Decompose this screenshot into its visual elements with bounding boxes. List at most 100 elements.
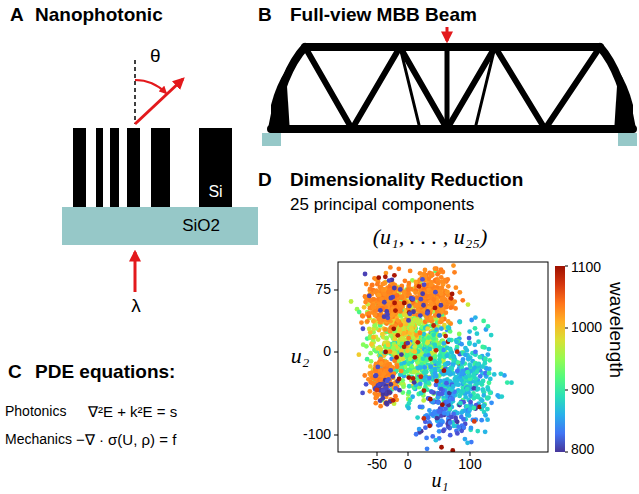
scatter-point <box>431 332 436 337</box>
scatter-point <box>371 319 376 324</box>
scatter-point <box>425 340 430 345</box>
scatter-point <box>489 400 494 405</box>
scatter-point <box>469 426 474 431</box>
scatter-point <box>395 318 400 323</box>
scatter-point <box>466 302 471 307</box>
scatter-point <box>414 432 419 437</box>
scatter-point <box>468 400 473 405</box>
scatter-point <box>453 285 458 290</box>
scatter-point <box>485 396 490 401</box>
scatter-point <box>481 403 486 408</box>
scatter-point <box>439 275 444 280</box>
scatter-point <box>413 290 418 295</box>
scatter-point <box>414 340 419 345</box>
scatter-point <box>423 268 428 273</box>
scatter-point <box>407 281 412 286</box>
scatter-point <box>396 266 401 271</box>
scatter-point <box>436 361 441 366</box>
scatter-point <box>485 407 490 412</box>
scatter-point <box>426 335 431 340</box>
si-bar <box>73 128 86 207</box>
scatter-point <box>400 357 405 362</box>
mbb-truss <box>271 47 633 129</box>
scatter-point <box>401 331 406 336</box>
scatter-point <box>427 376 432 381</box>
scatter-point <box>431 297 436 302</box>
scatter-point <box>447 326 452 331</box>
scatter-point <box>372 323 377 328</box>
scatter-point <box>410 328 415 333</box>
scatter-point <box>417 330 422 335</box>
scatter-point <box>447 370 452 375</box>
scatter-point <box>461 417 466 422</box>
scatter-point <box>373 289 378 294</box>
scatter-point <box>411 308 416 313</box>
scatter-point <box>435 272 440 277</box>
scatter-point <box>424 436 429 441</box>
scatter-point <box>483 413 488 418</box>
scatter-point <box>432 411 437 416</box>
scatter-point <box>395 365 400 370</box>
scatter-point <box>418 271 423 276</box>
scatter-point <box>380 287 385 292</box>
normal-line <box>134 60 136 124</box>
scatter-point <box>478 355 483 360</box>
scatter-point <box>445 399 450 404</box>
scatter-point <box>435 416 440 421</box>
scatter-point <box>391 346 396 351</box>
scatter-point <box>381 287 386 292</box>
scatter-point <box>417 427 422 432</box>
scatter-point <box>461 425 466 430</box>
scatter-point <box>479 418 484 423</box>
scatter-point <box>448 346 453 351</box>
grating-bars <box>73 128 170 207</box>
scatter-point <box>405 287 410 292</box>
scatter-point <box>450 397 455 402</box>
scatter-point <box>359 320 364 325</box>
scatter-point <box>405 353 410 358</box>
si-bar <box>127 128 140 207</box>
scatter-point <box>430 271 435 276</box>
scatter-point <box>439 267 444 272</box>
scatter-point <box>400 337 405 342</box>
angle-arc <box>135 80 166 93</box>
scatter-point <box>436 409 441 414</box>
scatter-point <box>375 346 380 351</box>
scatter-point <box>448 433 453 438</box>
scatter-point <box>368 351 373 356</box>
scatter-point <box>463 437 468 442</box>
scatter-point <box>356 352 361 357</box>
scatter-point <box>485 352 490 357</box>
scatter-point <box>429 302 434 307</box>
scatter-point <box>439 279 444 284</box>
scatter-point <box>429 389 434 394</box>
scatter-point <box>476 394 481 399</box>
scatter-point <box>435 395 440 400</box>
scatter-point <box>380 332 385 337</box>
scatter-point <box>421 398 426 403</box>
scatter-point <box>437 333 442 338</box>
scatter-point <box>369 359 374 364</box>
scatter-point <box>427 408 432 413</box>
scatter-point <box>392 301 397 306</box>
scatter-point <box>445 290 450 295</box>
scatter-point <box>361 342 366 347</box>
scatter-point <box>441 429 446 434</box>
scatter-point <box>406 336 411 341</box>
scatter-point <box>487 358 492 363</box>
scatter-point <box>460 298 465 303</box>
scatter-point <box>487 371 492 376</box>
scatter-point <box>433 266 438 271</box>
scatter-point <box>406 390 411 395</box>
scatter-point <box>376 316 381 321</box>
scatter-point <box>418 331 423 336</box>
scatter-point <box>467 336 472 341</box>
scatter-point <box>384 336 389 341</box>
scatter-point <box>368 364 373 369</box>
scatter-point <box>481 387 486 392</box>
scatter-point <box>425 446 430 451</box>
load-arrow <box>446 27 449 41</box>
scatter-point <box>407 384 412 389</box>
scatter-point <box>399 295 404 300</box>
scatter-point <box>428 364 433 369</box>
